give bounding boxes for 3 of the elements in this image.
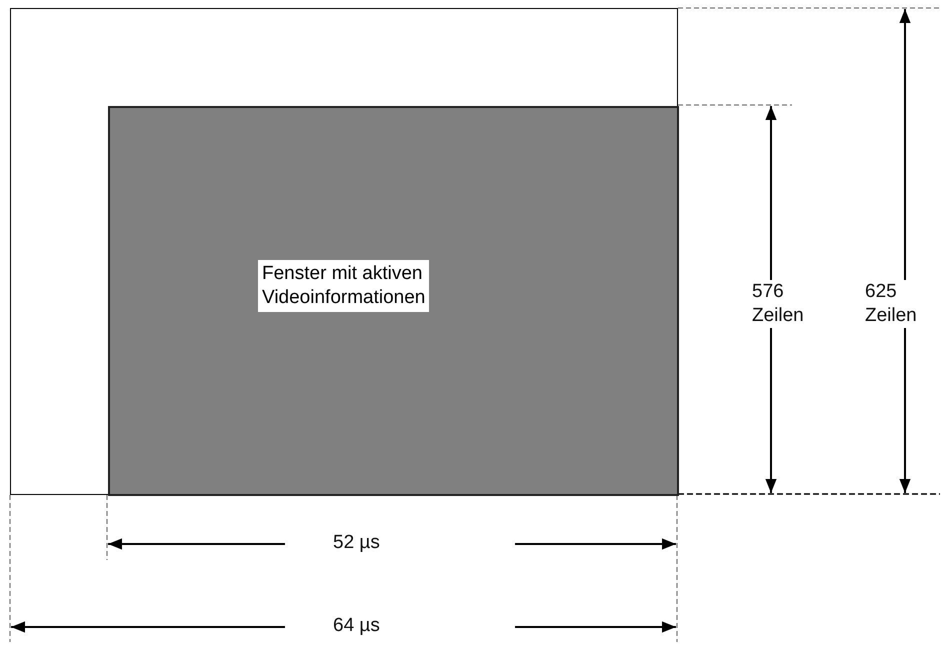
frame-box — [10, 8, 678, 495]
video-window — [108, 106, 679, 496]
window-label: Fenster mit aktiven Videoinformationen — [258, 260, 430, 312]
